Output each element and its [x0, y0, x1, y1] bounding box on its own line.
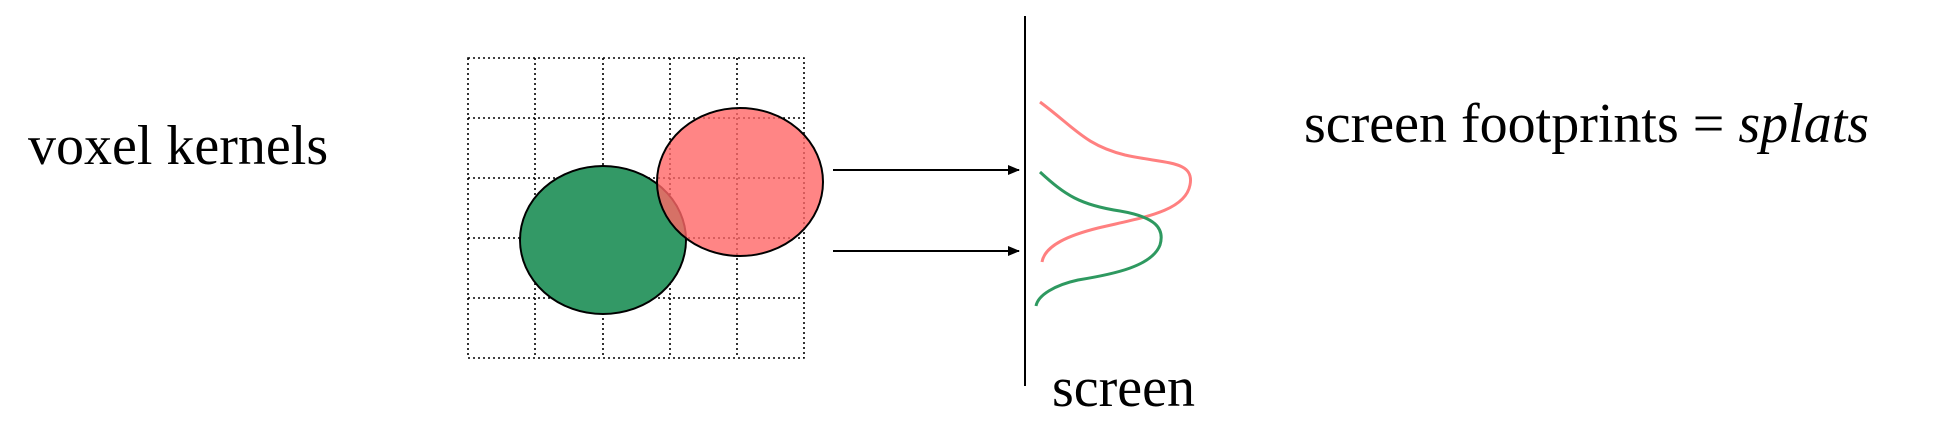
voxel-kernels-label: voxel kernels: [28, 115, 329, 177]
screen-label: screen: [1052, 357, 1196, 419]
red-footprint-curve: [1039, 100, 1192, 263]
green-kernel: [519, 165, 687, 315]
splats-text: splats: [1738, 93, 1870, 155]
screen-footprints-label: screen footprints = splats: [1304, 96, 1869, 152]
screen-footprints-text: screen footprints =: [1304, 93, 1739, 155]
green-footprint-curve: [1034, 170, 1163, 307]
red-kernel: [656, 107, 824, 257]
